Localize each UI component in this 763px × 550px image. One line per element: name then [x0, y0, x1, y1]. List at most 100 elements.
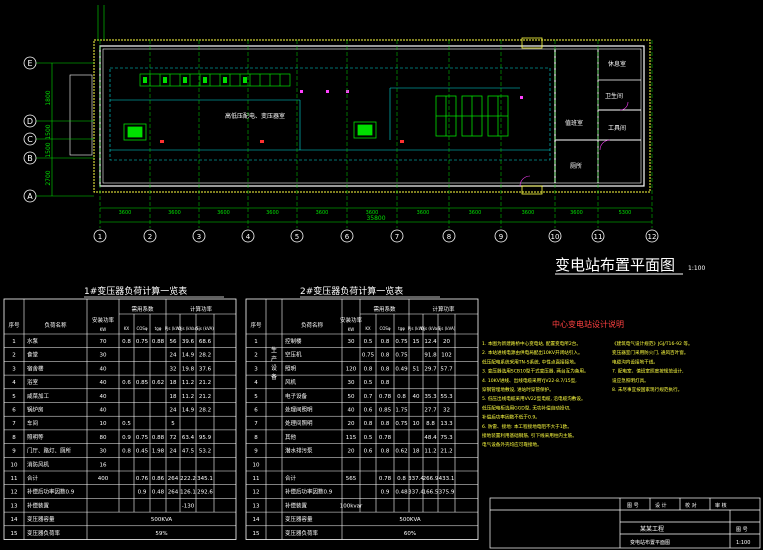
th-name: 负荷名称: [44, 321, 67, 329]
cell-name: 水泵: [27, 337, 39, 345]
th-calc: 计算功率: [432, 305, 455, 313]
cell-value: 0.78: [379, 476, 392, 482]
cell-value: 0.5: [122, 421, 131, 427]
note-line: 设应急照明灯具。: [612, 377, 649, 384]
cell-no: 1: [254, 339, 258, 345]
cell-value: 91.8: [424, 353, 437, 359]
cell-value: 10: [100, 421, 107, 427]
axis-col-label: 5: [295, 233, 299, 241]
cell-value: 433.1: [439, 476, 455, 482]
axis-col-label: 9: [499, 233, 503, 241]
cell-value: 264: [168, 490, 179, 496]
col-dim: 3600: [168, 210, 181, 216]
row-dim: 2700: [45, 170, 52, 185]
cell-no: 5: [254, 394, 258, 400]
cell-value: 51: [413, 366, 420, 372]
cell-value: 40: [100, 394, 107, 400]
cell-no: 10: [253, 462, 260, 468]
cell-no: 6: [254, 408, 258, 414]
cell-value: 20: [348, 449, 355, 455]
cell-value: 30: [348, 380, 355, 386]
axis-col-label: 10: [551, 233, 560, 241]
cell-value: 68.6: [199, 339, 212, 345]
cell-value: 39.6: [182, 339, 195, 345]
cell-value: 0.75: [136, 435, 149, 441]
cell-merged: 59%: [155, 531, 167, 537]
cell-value: 0.45: [136, 449, 149, 455]
cell-value: 115: [346, 435, 357, 441]
cell-no: 1: [12, 339, 16, 345]
axis-row-label: A: [27, 192, 33, 201]
th-sub: Pjs (kW): [408, 326, 425, 331]
group-label-char: 生: [271, 346, 277, 354]
col-dim: 3600: [570, 210, 583, 216]
col-dim: 3600: [266, 210, 279, 216]
cell-no: 11: [253, 476, 260, 482]
cell-value: 11.2: [424, 449, 436, 455]
cell-merged: 500KVA: [151, 517, 173, 523]
cell-value: 0.9: [381, 490, 390, 496]
axis-col-bubble: [390, 229, 404, 243]
axis-col-label: 7: [395, 233, 399, 241]
cell-value: 0.5: [364, 339, 373, 345]
cell-value: 337.4: [408, 490, 424, 496]
cell-no: 12: [11, 490, 18, 496]
cell-value: 15: [413, 339, 420, 345]
cell-value: 0.75: [395, 339, 408, 345]
axis-col-bubble: [340, 229, 354, 243]
th-sub: COSφ: [136, 326, 147, 331]
note-line: 低压配电柜选用GGD型, 无功补偿自动投切,: [482, 404, 571, 411]
axis-row-label: B: [27, 154, 33, 163]
cell-value: 0.6: [364, 449, 373, 455]
cell-value: 18: [413, 449, 420, 455]
th-seq: 序号: [8, 321, 20, 329]
cell-value: 0.6: [364, 408, 373, 414]
table-title: 2#变压器负荷计算一览表: [300, 285, 403, 297]
cell-value: 20: [443, 339, 450, 345]
cell-value: 1.98: [152, 449, 165, 455]
cell-value: 24: [170, 408, 177, 414]
red-markers: [160, 140, 404, 143]
cell-no: 15: [253, 531, 260, 537]
col-dim: 3600: [366, 210, 379, 216]
cell-value: 100kvar: [340, 503, 363, 509]
cell-value: 0.8: [397, 394, 406, 400]
cell-name: 补偿后功率因数0.9: [27, 488, 75, 496]
note-line: 接地装置利用基础钢筋, 引下线采用柱内主筋。: [482, 432, 577, 439]
cell-value: 75.3: [440, 435, 453, 441]
cell-value: 0.5: [364, 380, 373, 386]
cell-name: 处理间照明: [285, 406, 313, 414]
cell-no: 13: [253, 503, 260, 509]
cell-name: 门厅、路灯、厕所: [27, 447, 72, 455]
cell-value: 18: [170, 380, 177, 386]
cell-value: 0.85: [379, 408, 392, 414]
cell-no: 10: [11, 462, 18, 468]
cell-value: 0.85: [136, 380, 149, 386]
cell-value: 70: [100, 339, 107, 345]
cell-value: 50: [348, 394, 355, 400]
col-dims: 35800: [100, 207, 652, 223]
cell-no: 12: [253, 490, 260, 496]
axis-col-label: 11: [594, 233, 603, 241]
doors: [519, 101, 629, 187]
cell-value: 0.7: [364, 394, 373, 400]
group-label-char: 备: [271, 373, 277, 381]
tb-cell: 设 计: [655, 502, 667, 509]
note-line: 6. 防雷、接地: 本工程接地电阻不大于1欧。: [482, 423, 572, 430]
cell-value: 0.8: [364, 421, 373, 427]
cell-value: 0.88: [152, 339, 165, 345]
th-cap-unit: KW: [100, 327, 106, 332]
note-line: 《建筑电气设计规范》JGJ/T16-92 等。: [612, 340, 693, 347]
axis-col-label: 12: [648, 233, 657, 241]
cell-value: 63.4: [182, 435, 195, 441]
cell-value: 0.8: [381, 380, 390, 386]
cell-value: 0.8: [122, 339, 131, 345]
cell-value: 5: [171, 421, 175, 427]
col-dim: 3600: [469, 210, 482, 216]
cell-value: 400: [98, 476, 109, 482]
cell-no: 9: [254, 449, 258, 455]
cell-value: 47.5: [182, 449, 195, 455]
axis-col-label: 1: [98, 233, 102, 241]
